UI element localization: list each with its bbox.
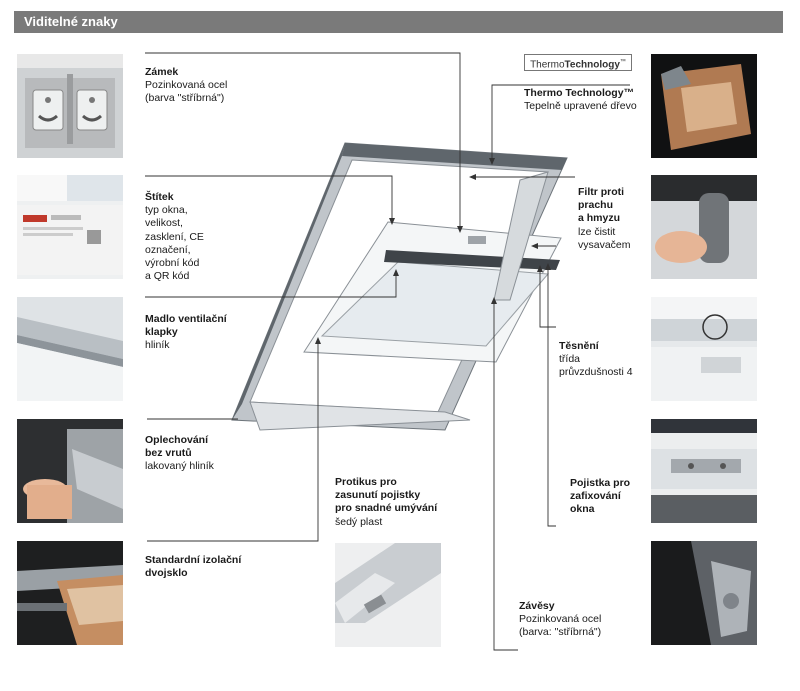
section-header: Viditelné znaky: [14, 11, 783, 33]
label-flashing: Oplechování bez vrutů lakovaný hliník: [145, 434, 214, 474]
label-plate-sub: typ okna, velikost, zasklení, CE označen…: [145, 204, 204, 283]
photo-ventilation-handle: [17, 297, 123, 401]
label-handle-title: Madlo ventilační klapky: [145, 313, 227, 339]
label-thermo-title: Thermo Technology™: [524, 87, 635, 99]
label-sealing-sub: třída průvzdušnosti 4: [559, 353, 633, 379]
photo-label-plate: [17, 175, 123, 279]
label-hinges-title: Závěsy: [519, 600, 555, 612]
photo-counterpart: [335, 543, 441, 647]
label-flashing-sub: lakovaný hliník: [145, 460, 214, 473]
label-glazing-title: Standardní izolační dvojsklo: [145, 554, 242, 580]
label-sealing-title: Těsnění: [559, 340, 599, 352]
section-title: Viditelné znaky: [24, 14, 118, 29]
label-lock-sub: Pozinkovaná ocel (barva "stříbrná"): [145, 79, 228, 105]
photo-safety-catch: [651, 419, 757, 523]
label-sealing: Těsnění třída průvzdušnosti 4: [559, 340, 633, 380]
label-counterpart-title: Protikus pro zasunutí pojistky pro snadn…: [335, 476, 438, 515]
label-filter: Filtr proti prachu a hmyzu lze čistit vy…: [578, 186, 631, 252]
label-safety-catch: Pojistka pro zafixování okna: [570, 477, 630, 517]
photo-thermo-wood: [651, 54, 757, 158]
glass-pane: [320, 261, 550, 347]
photo-hinges: [651, 541, 757, 645]
label-thermo-sub: Tepelně upravené dřevo: [524, 100, 637, 113]
label-hinges-sub: Pozinkovaná ocel (barva: "stříbrná"): [519, 613, 602, 639]
thermotechnology-logo: ThermoTechnology™: [524, 54, 632, 71]
logo-part-2: Technology: [564, 59, 620, 71]
label-hinges: Závěsy Pozinkovaná ocel (barva: "stříbrn…: [519, 600, 601, 640]
label-counterpart: Protikus pro zasunutí pojistky pro snadn…: [335, 476, 437, 529]
label-flashing-title: Oplechování bez vrutů: [145, 434, 209, 460]
photo-double-glazing: [17, 541, 123, 645]
photo-dust-filter: [651, 175, 757, 279]
photo-lock: [17, 54, 123, 158]
label-handle-sub: hliník: [145, 339, 170, 352]
label-glazing: Standardní izolační dvojsklo: [145, 554, 241, 580]
label-handle: Madlo ventilační klapky hliník: [145, 313, 227, 353]
label-plate: Štítek typ okna, velikost, zasklení, CE …: [145, 191, 204, 283]
label-filter-title: Filtr proti prachu a hmyzu: [578, 186, 625, 225]
photo-flashing: [17, 419, 123, 523]
logo-tm: ™: [619, 59, 626, 65]
label-filter-sub: lze čistit vysavačem: [578, 225, 631, 251]
label-plate-title: Štítek: [145, 191, 174, 203]
label-lock-title: Zámek: [145, 66, 179, 78]
label-thermo: Thermo Technology™ Tepelně upravené dřev…: [524, 87, 637, 113]
label-lock: Zámek Pozinkovaná ocel (barva "stříbrná"…: [145, 66, 227, 106]
logo-part-1: Thermo: [530, 59, 565, 71]
photo-sealing: [651, 297, 757, 401]
label-safety-catch-title: Pojistka pro zafixování okna: [570, 477, 631, 516]
label-counterpart-sub: šedý plast: [335, 515, 383, 528]
